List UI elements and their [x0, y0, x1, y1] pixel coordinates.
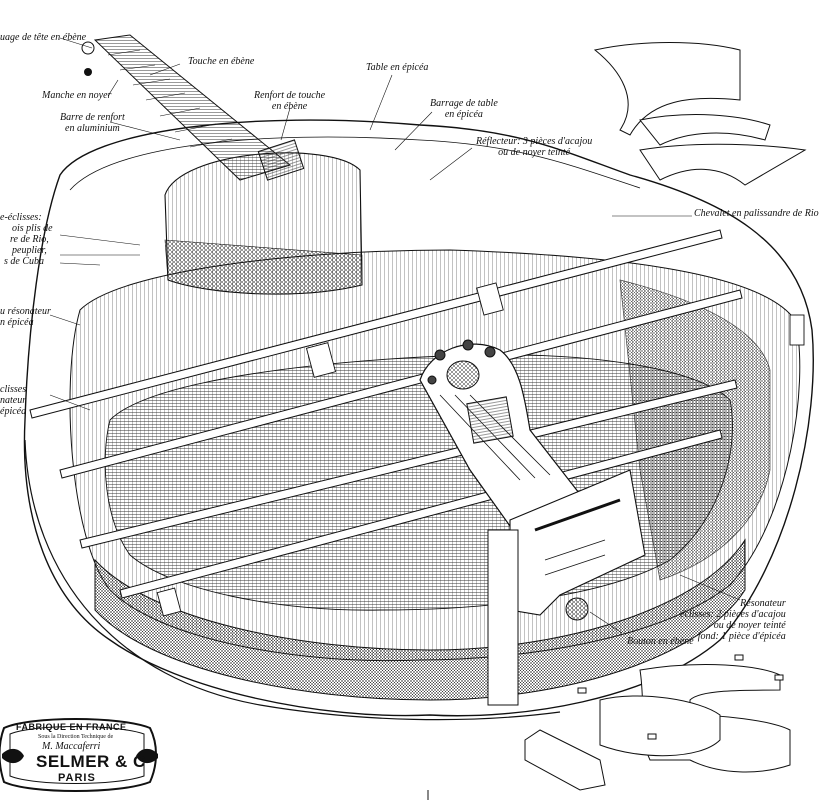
button-ebony: [565, 597, 589, 621]
logo-line5: PARIS: [58, 772, 96, 784]
label-neck: Manche en noyer: [42, 90, 112, 101]
reflector-parts: [593, 42, 807, 186]
label-resonator-left: u résonateur n épicéa: [0, 306, 51, 328]
logo-line1: FABRIQUE EN FRANCE: [16, 722, 127, 732]
label-ribs-left: clisses nateur épicéa: [0, 384, 27, 417]
logo-frame: [0, 718, 158, 792]
label-reflector: Réflecteur: 3 pièces d'acajou ou de noye…: [476, 136, 593, 158]
resonator-parts: [524, 654, 791, 791]
label-fingerboard: Touche en ébène: [188, 56, 255, 67]
label-button: Bouton en ébène: [627, 636, 694, 647]
label-truss-rod: Barre de renfort en aluminium: [60, 112, 125, 134]
label-headstock: uage de tête en ébène: [0, 32, 87, 43]
label-top-bracing: Barrage de table en épicéa: [430, 98, 498, 120]
logo-line3: M. Maccaferri: [42, 741, 101, 752]
tailpiece: [419, 339, 602, 541]
braces: [29, 229, 743, 599]
label-resonator: Résonateur éclisses: 2 pièces d'acajou o…: [680, 598, 786, 642]
label-counter-ribs: e-éclisses: ois plis de re de Rio, peupl…: [0, 212, 53, 267]
label-bridge: Chevalet en palissandre de Rio: [694, 208, 819, 219]
logo-line2: Sous la Direction Technique de: [38, 734, 114, 740]
selmer-logo: FABRIQUE EN FRANCE Sous la Direction Tec…: [0, 714, 160, 794]
ribs-band: [94, 538, 746, 701]
label-top: Table en épicéa: [366, 62, 429, 73]
label-fingerboard-support: Renfort de touche en ébène: [254, 90, 326, 112]
logo-line4: SELMER & C: [36, 752, 146, 771]
leader-lines: [49, 37, 741, 634]
